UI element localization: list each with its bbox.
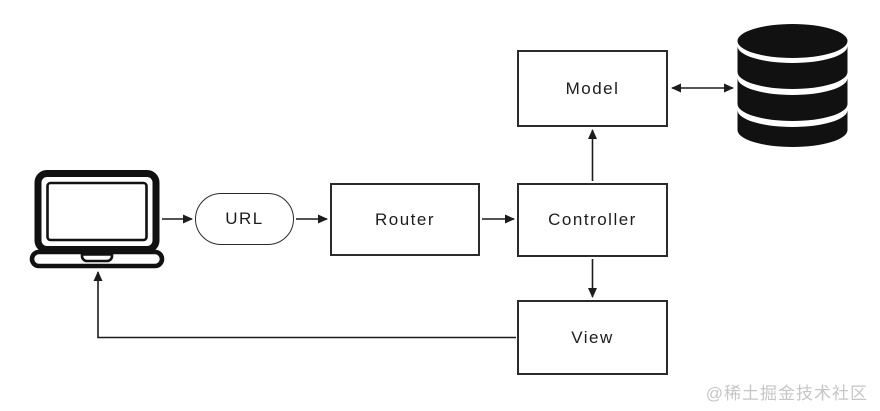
model-node-label: Model bbox=[565, 78, 620, 98]
url-node: URL bbox=[195, 193, 294, 245]
url-node-label: URL bbox=[225, 209, 264, 228]
laptop-icon bbox=[29, 170, 165, 269]
router-node: Router bbox=[330, 183, 480, 256]
model-node: Model bbox=[517, 50, 668, 127]
router-node-label: Router bbox=[374, 209, 436, 229]
watermark-text: @稀土掘金技术社区 bbox=[705, 384, 868, 403]
database-node bbox=[735, 22, 850, 150]
view-node-label: View bbox=[571, 327, 614, 347]
controller-node-label: Controller bbox=[548, 210, 637, 229]
client-node bbox=[27, 169, 167, 271]
database-icon bbox=[737, 24, 848, 147]
controller-node: Controller bbox=[517, 183, 668, 257]
view-node: View bbox=[517, 300, 668, 375]
arrow-view-to-client bbox=[93, 271, 516, 339]
